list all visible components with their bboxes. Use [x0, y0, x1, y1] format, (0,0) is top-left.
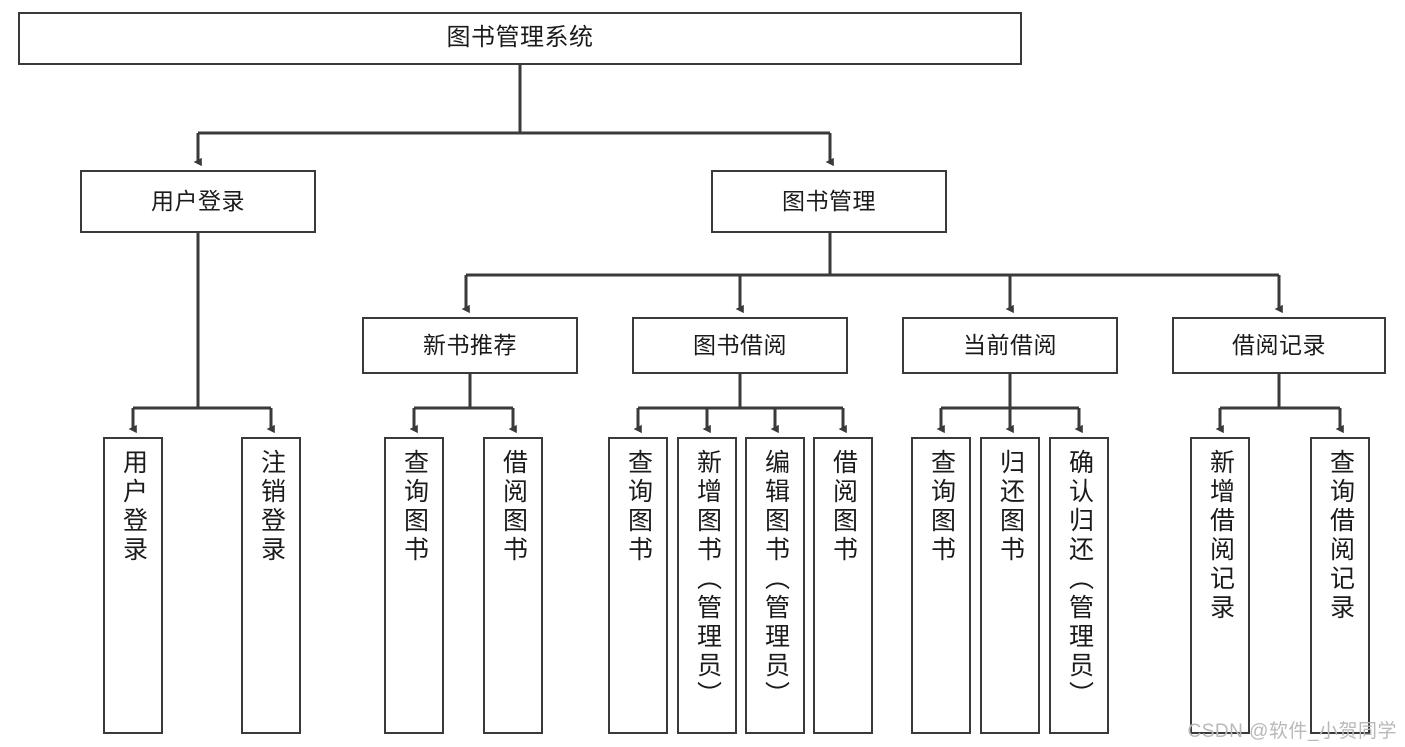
- node-label: 新增图书（管理员）: [693, 449, 722, 710]
- leaf-new-book-query[interactable]: 查询图书: [384, 437, 444, 734]
- leaf-borrow-record-query[interactable]: 查询借阅记录: [1310, 437, 1370, 734]
- node-label: 归还图书: [996, 449, 1025, 565]
- node-label: 借阅记录: [1232, 331, 1326, 358]
- node-label: 图书借阅: [693, 331, 787, 358]
- node-user-login[interactable]: 用户登录: [80, 170, 316, 233]
- node-new-book-recommend[interactable]: 新书推荐: [362, 317, 578, 374]
- leaf-user-login-login[interactable]: 用户登录: [103, 437, 163, 734]
- node-label: 用户登录: [119, 449, 148, 565]
- node-label: 图书管理系统: [446, 24, 594, 52]
- node-label: 借阅图书: [499, 449, 528, 565]
- node-label: 新书推荐: [423, 331, 517, 358]
- leaf-new-book-borrow[interactable]: 借阅图书: [483, 437, 543, 734]
- leaf-book-borrow-edit[interactable]: 编辑图书（管理员）: [745, 437, 805, 734]
- node-label: 用户登录: [151, 187, 245, 214]
- leaf-user-login-logout[interactable]: 注销登录: [241, 437, 301, 734]
- node-label: 查询图书: [624, 449, 653, 565]
- node-book-borrow[interactable]: 图书借阅: [632, 317, 848, 374]
- leaf-book-borrow-add[interactable]: 新增图书（管理员）: [677, 437, 737, 734]
- node-label: 查询图书: [400, 449, 429, 565]
- leaf-current-borrow-query[interactable]: 查询图书: [911, 437, 971, 734]
- node-label: 借阅图书: [829, 449, 858, 565]
- csdn-watermark: CSDN @软件_小贺同学: [1187, 721, 1397, 742]
- node-label: 编辑图书（管理员）: [761, 449, 790, 710]
- node-label: 查询借阅记录: [1326, 449, 1355, 623]
- node-current-borrow[interactable]: 当前借阅: [902, 317, 1118, 374]
- node-label: 当前借阅: [963, 331, 1057, 358]
- node-book-management[interactable]: 图书管理: [711, 170, 947, 233]
- node-root-system[interactable]: 图书管理系统: [18, 12, 1022, 65]
- node-label: 注销登录: [257, 449, 286, 565]
- node-label: 图书管理: [782, 187, 876, 214]
- node-borrow-record[interactable]: 借阅记录: [1172, 317, 1386, 374]
- leaf-book-borrow-query[interactable]: 查询图书: [608, 437, 668, 734]
- node-label: 查询图书: [927, 449, 956, 565]
- leaf-book-borrow-borrow[interactable]: 借阅图书: [813, 437, 873, 734]
- node-label: 确认归还（管理员）: [1065, 449, 1094, 710]
- leaf-current-borrow-confirm-return[interactable]: 确认归还（管理员）: [1049, 437, 1109, 734]
- leaf-borrow-record-add[interactable]: 新增借阅记录: [1190, 437, 1250, 734]
- node-label: 新增借阅记录: [1206, 449, 1235, 623]
- leaf-current-borrow-return[interactable]: 归还图书: [980, 437, 1040, 734]
